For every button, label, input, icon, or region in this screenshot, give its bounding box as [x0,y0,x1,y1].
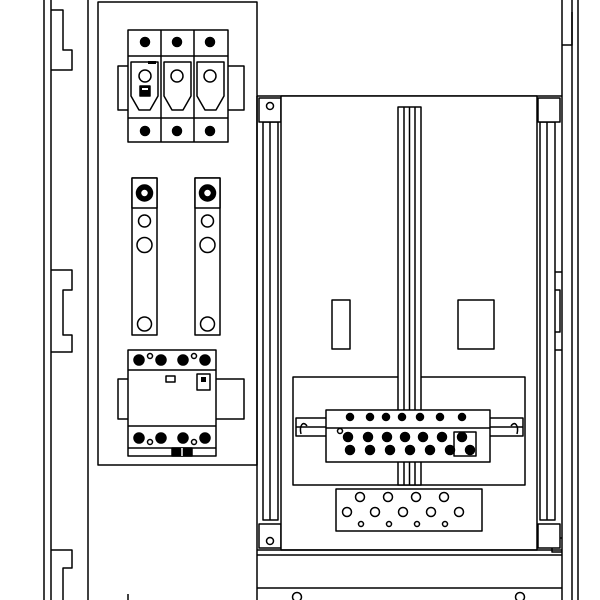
terminal-screw [438,433,447,442]
terminal-hole [440,493,449,502]
contactor-terminal [200,355,210,365]
terminal-screw [173,38,182,47]
modular-contactor [118,350,244,456]
terminal-screw [347,414,354,421]
corner-bracket-top-right [538,98,560,122]
terminal-screw [383,433,392,442]
fuse-switch-disconnector [118,30,244,142]
terminal-hole [384,493,393,502]
hinge-notch-left-2 [51,270,72,352]
hinge-notch-left-1 [51,10,72,70]
terminal-screw [446,446,455,455]
busbar-hole [200,238,215,253]
terminal-screw [344,433,353,442]
fuse-indicator [171,70,183,82]
terminal-screw [206,38,215,47]
terminal-screw [367,414,374,421]
terminal-screw [426,446,435,455]
busbar-bolt-inner [141,189,149,197]
terminal-screw [366,446,375,455]
busbar-hole [139,215,151,227]
right-compartment [257,96,562,600]
bottom-gland-plate [128,550,562,600]
contactor-terminal [156,433,166,443]
terminal-hole [343,508,352,517]
terminal-screw [206,127,215,136]
terminal-hole [427,508,436,517]
fuse-carrier-3 [197,62,224,110]
corner-bolt [267,538,274,545]
terminal-screw [386,446,395,455]
terminal-hole-small [443,522,448,527]
busbar-hole [138,317,152,331]
busbar-hole [201,317,215,331]
corner-bracket-bottom-right [538,524,560,548]
terminal-screw [419,433,428,442]
terminal-hole-small [359,522,364,527]
contactor-terminal [178,355,188,365]
contactor-status-window [166,376,175,382]
contactor-terminal [178,433,188,443]
terminal-screw [437,414,444,421]
fuse-label-plate-mark [142,88,148,90]
contactor-terminal-screw [192,440,197,445]
terminal-screw [401,433,410,442]
hinge-notch-left-3 [51,550,72,600]
terminal-hole [399,508,408,517]
terminal-screw [459,414,466,421]
mounting-slot-right [458,300,494,349]
gland-bolt [516,593,525,600]
rail-end-clip-right [511,424,518,434]
terminal-hole [356,493,365,502]
contactor-terminal-screw [192,354,197,359]
terminal-screw [417,414,424,421]
fuse-indicator [139,70,151,82]
contactor-terminal [134,355,144,365]
rail-end-clip-left [300,424,307,434]
terminal-screw [364,433,373,442]
contactor-terminal-screw [148,354,153,359]
busbar-hole [202,215,214,227]
terminal-screw [173,127,182,136]
terminal-screw [458,433,467,442]
contactor-terminal [134,433,144,443]
terminal-screw [399,414,406,421]
terminal-bridge [454,432,476,456]
terminal-hole-small [415,522,420,527]
hinge-notch-right-1 [562,12,572,45]
terminal-screw [466,446,475,455]
gland-bolt [293,593,302,600]
terminal-screw [383,414,390,421]
corner-bolt [267,103,274,110]
fuse-carrier-2 [164,62,191,110]
terminal-hole [455,508,464,517]
terminal-hole [371,508,380,517]
terminal-block-upper [326,410,490,462]
contactor-terminal [156,355,166,365]
contactor-terminal [200,433,210,443]
terminal-screw [406,446,415,455]
contactor-terminal-screw [148,440,153,445]
busbar-link-right [195,178,220,335]
busbar-link-left [132,178,157,335]
fuse-indicator [204,70,216,82]
terminal-screw [346,446,355,455]
terminal-screw [338,429,343,434]
terminal-block-lower [336,489,482,531]
mounting-slot-left [332,300,350,349]
terminal-screw [141,38,150,47]
busbar-hole [137,238,152,253]
terminal-screw [141,127,150,136]
contactor-mode-selector-mark [201,377,206,382]
terminal-hole [412,493,421,502]
fuse-top-mark [148,61,156,64]
terminal-hole-small [387,522,392,527]
fuse-label-plate [140,86,150,96]
busbar-bolt-inner [204,189,212,197]
